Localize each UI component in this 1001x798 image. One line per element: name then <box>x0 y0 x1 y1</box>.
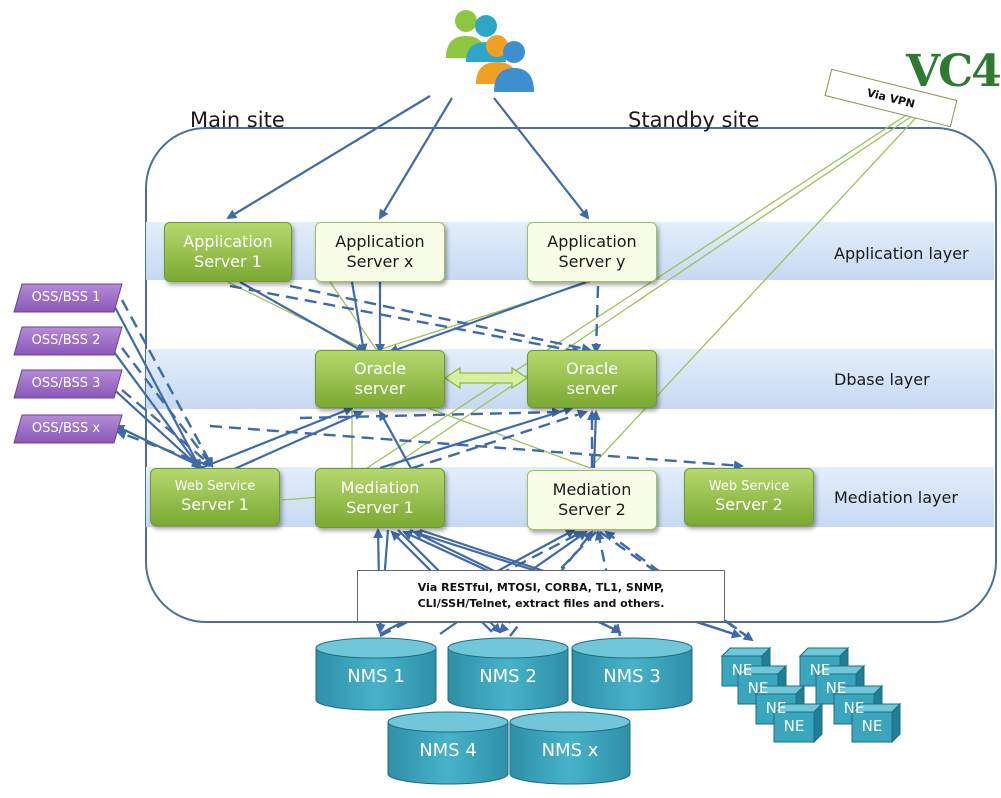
ne-label[interactable]: NE <box>747 679 769 697</box>
ne-label[interactable]: NE <box>843 699 865 717</box>
server-line-2: server <box>354 379 406 398</box>
nms-1-label[interactable]: NMS 1 <box>347 666 405 687</box>
oss-bss-3[interactable]: OSS/BSS 3 <box>31 376 101 391</box>
mediation-layer-label: Mediation layer <box>834 488 958 507</box>
server-line-1: Application <box>547 232 637 251</box>
nms-cylinder-1 <box>315 637 437 711</box>
nms-cylinders <box>315 637 693 785</box>
ne-cube <box>772 702 824 744</box>
server-line-1: Application <box>335 232 425 251</box>
nms-3-label[interactable]: NMS 3 <box>603 666 661 687</box>
server-line-1: Web Service <box>708 478 790 494</box>
main-site-label: Main site <box>190 108 285 132</box>
server-line-1: Oracle <box>565 359 619 378</box>
mediation-server-2[interactable]: Mediation Server 2 <box>527 470 657 530</box>
nms-4-label[interactable]: NMS 4 <box>419 740 477 761</box>
dashed-arrows <box>116 284 744 476</box>
nms-cylinder-4 <box>387 711 509 785</box>
nms-2-label[interactable]: NMS 2 <box>479 666 537 687</box>
server-line-1: Web Service <box>174 478 256 494</box>
protocol-line-2: CLI/SSH/Telnet, extract files and others… <box>417 597 665 610</box>
mediation-server-1[interactable]: Mediation Server 1 <box>315 468 445 528</box>
web-service-server-1[interactable]: Web Service Server 1 <box>150 468 280 526</box>
ne-label[interactable]: NE <box>809 661 831 679</box>
ne-label[interactable]: NE <box>825 679 847 697</box>
nms-cylinder-2 <box>447 637 569 711</box>
oracle-server-standby[interactable]: Oracle server <box>527 350 657 408</box>
application-server-1[interactable]: Application Server 1 <box>164 222 292 282</box>
server-line-1: Mediation <box>552 480 632 499</box>
nms-x-label[interactable]: NMS x <box>541 740 599 761</box>
web-service-server-2[interactable]: Web Service Server 2 <box>684 468 814 526</box>
nms-cylinder-x <box>509 711 631 785</box>
server-line-2: Server 2 <box>715 495 783 515</box>
server-line-1: Mediation <box>340 478 420 497</box>
ne-cubes <box>720 646 902 744</box>
server-line-2: Server 2 <box>558 500 626 519</box>
ne-label[interactable]: NE <box>765 699 787 717</box>
ne-label[interactable]: NE <box>783 717 805 735</box>
server-line-2: Server 1 <box>194 252 262 271</box>
oss-bss-shapes <box>13 283 123 444</box>
standby-site-label: Standby site <box>628 108 760 132</box>
ne-label[interactable]: NE <box>731 661 753 679</box>
protocol-box: Via RESTful, MTOSI, CORBA, TL1, SNMP, CL… <box>357 570 725 622</box>
server-line-2: Server y <box>558 252 626 271</box>
server-line-1: Application <box>183 232 273 251</box>
server-line-2: Server 1 <box>346 498 414 517</box>
server-line-2: Server x <box>346 252 414 271</box>
nms-cylinder-3 <box>571 637 693 711</box>
brand-logo: VC4 <box>906 46 1001 97</box>
server-line-1: Oracle <box>353 359 407 378</box>
oss-bss-2[interactable]: OSS/BSS 2 <box>31 333 101 348</box>
users-group-icon <box>446 10 534 92</box>
ne-cube <box>850 702 902 744</box>
application-server-x[interactable]: Application Server x <box>315 222 445 282</box>
ne-label[interactable]: NE <box>861 717 883 735</box>
oss-bss-x[interactable]: OSS/BSS x <box>31 421 101 436</box>
oss-bss-1[interactable]: OSS/BSS 1 <box>31 290 101 305</box>
oracle-server-main[interactable]: Oracle server <box>315 350 445 408</box>
protocol-line-1: Via RESTful, MTOSI, CORBA, TL1, SNMP, <box>417 580 665 594</box>
server-line-2: Server 1 <box>181 495 249 515</box>
server-line-2: server <box>566 379 618 398</box>
application-layer-label: Application layer <box>834 244 969 263</box>
application-server-y[interactable]: Application Server y <box>527 222 657 282</box>
dbase-layer-label: Dbase layer <box>834 370 930 389</box>
